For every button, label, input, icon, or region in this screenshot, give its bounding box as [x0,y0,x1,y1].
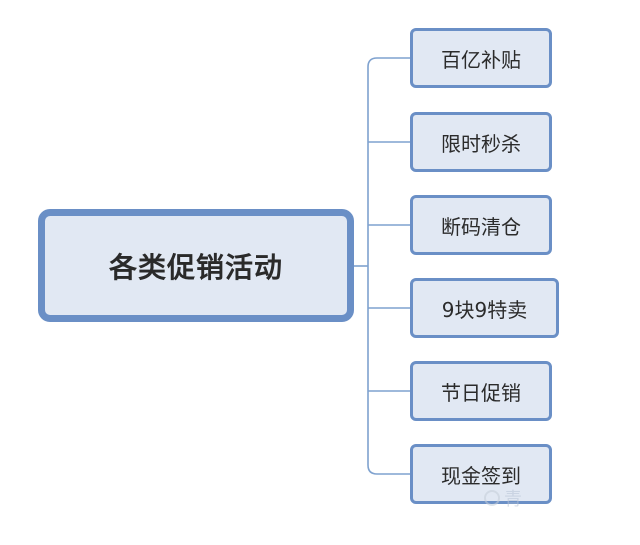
child-node-xianjin-qiandao: 现金签到 [410,444,552,504]
child-node-label: 节日促销 [441,380,521,405]
watermark: 青 [484,487,574,510]
child-node-9kuai9-temai: 9块9特卖 [410,278,559,338]
connector-to-baiyi-butie [367,57,410,475]
child-node-label: 百亿补贴 [441,47,521,72]
root-node-label: 各类促销活动 [108,250,283,284]
watermark-text: 青 [504,489,522,510]
child-node-label: 断码清仓 [441,214,521,239]
child-node-label: 限时秒杀 [441,131,521,156]
child-node-duanma-qingcang: 断码清仓 [410,195,552,255]
child-node-label: 现金签到 [441,463,521,488]
root-node: 各类促销活动 [38,209,354,322]
child-node-jieri-cuxiao: 节日促销 [410,361,552,421]
child-node-baiyi-butie: 百亿补贴 [410,28,552,88]
watermark-logo-icon [484,490,500,506]
child-node-xianshi-miaosha: 限时秒杀 [410,112,552,172]
child-node-label: 9块9特卖 [441,297,528,322]
